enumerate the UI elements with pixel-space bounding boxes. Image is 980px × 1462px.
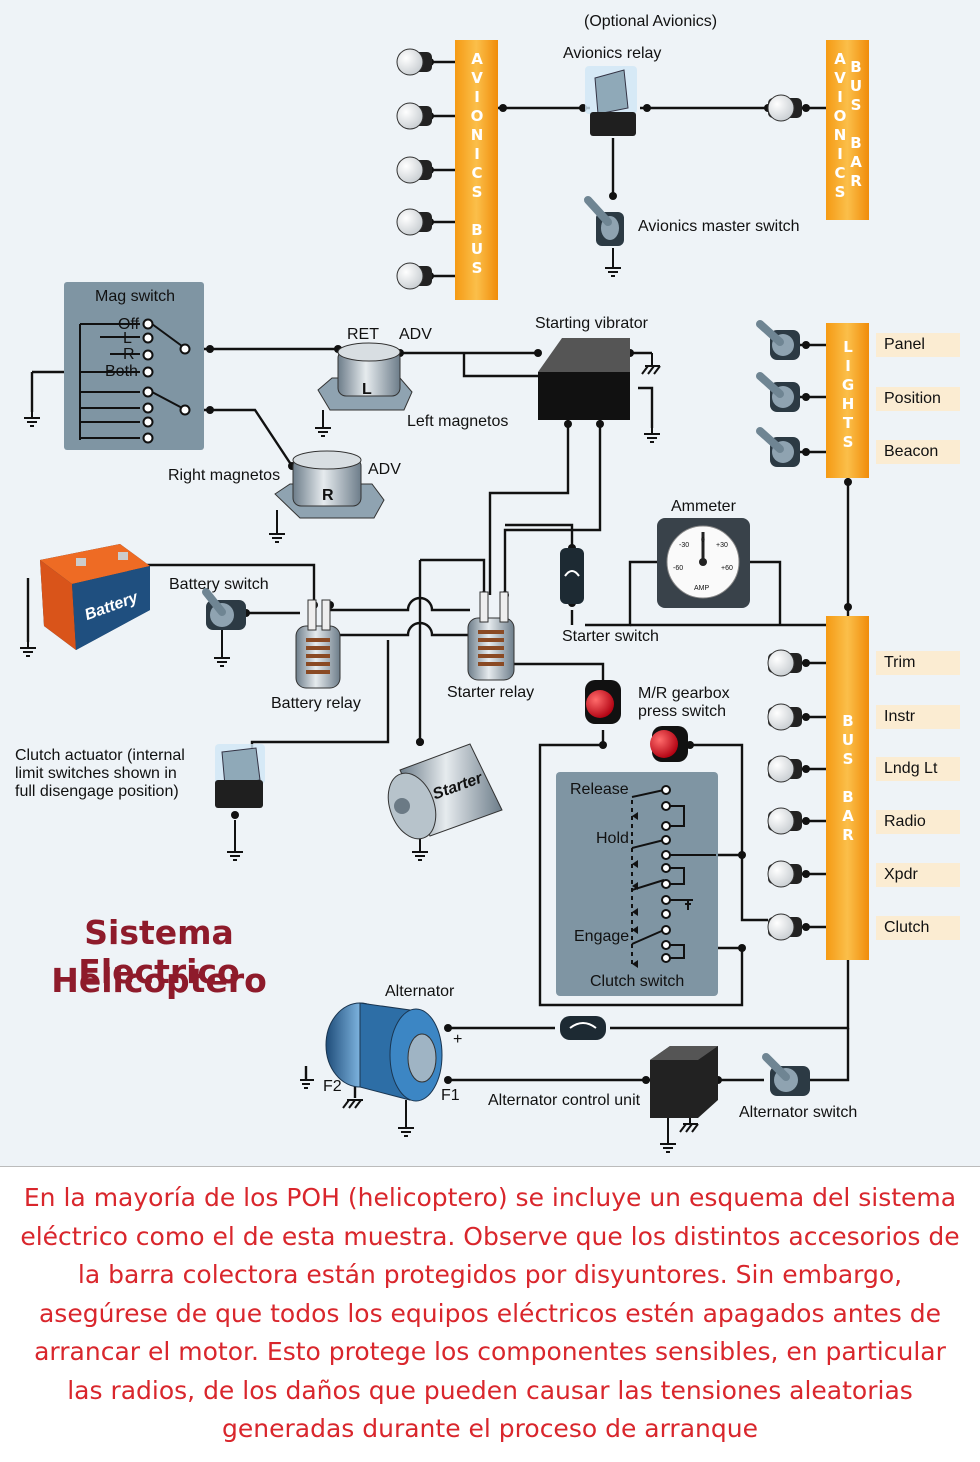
lights-bar-text: L I G H T S	[841, 338, 855, 451]
ammeter-tick-0: 0	[701, 537, 705, 544]
left-magneto-device	[317, 342, 413, 411]
starter-relay-label: Starter relay	[447, 684, 535, 701]
avionics-bus-bar	[455, 40, 498, 300]
ammeter-device	[657, 518, 750, 608]
clutch-position-engage: Engage	[574, 928, 630, 945]
battery-device	[40, 544, 150, 650]
mr-gearbox-press-switch-label: M/R gearbox press switch	[638, 685, 730, 720]
ret-label: RET	[347, 326, 379, 343]
clutch-actuator-device	[215, 744, 265, 808]
ammeter-unit: AMP	[694, 585, 710, 592]
avionics-master-switch-label: Avionics master switch	[638, 218, 800, 235]
battery-switch-label: Battery switch	[169, 576, 269, 593]
light-beacon-label: Beacon	[876, 440, 960, 464]
light-position-label: Position	[876, 387, 960, 411]
adv-left-label: ADV	[399, 326, 432, 343]
adv-right-label: ADV	[368, 461, 401, 478]
alternator-switch-label: Alternator switch	[739, 1104, 858, 1121]
mag-position-both: Both	[105, 363, 138, 380]
toggle-switches	[202, 196, 810, 1096]
alternator-device	[325, 1002, 443, 1102]
bus-item-lndg-lt: Lndg Lt	[876, 757, 960, 781]
mag-switch-label: Mag switch	[95, 288, 176, 305]
caption-text: En la mayoría de los POH (helicoptero) s…	[20, 1183, 960, 1443]
diagram-title-line1: Sistema Electrico	[78, 913, 240, 991]
main-bus-bar	[826, 616, 869, 960]
ammeter-tick-plus30: +30	[716, 542, 728, 549]
mag-position-r: R	[123, 346, 135, 363]
battery-relay-label: Battery relay	[271, 695, 361, 712]
right-mag-letter: R	[322, 487, 334, 504]
battery-relay-device	[295, 599, 341, 689]
mag-position-off: Off	[118, 316, 140, 333]
ammeter-tick-minus60: -60	[673, 565, 684, 572]
right-magneto-device	[274, 450, 385, 519]
alternator-control-unit-label: Alternator control unit	[488, 1092, 641, 1109]
wiring-schematic	[20, 40, 869, 1153]
right-magnetos-label: Right magnetos	[168, 467, 281, 484]
alternator-control-unit-device	[650, 1046, 718, 1118]
diagram-title-line2: Helicoptero	[51, 961, 267, 1000]
bus-item-xpdr: Xpdr	[876, 863, 960, 887]
avionics-bus-text: A V I O N I C S B U S	[470, 50, 484, 277]
avionics-bus-bar-right	[826, 40, 869, 220]
light-panel-label: Panel	[876, 333, 960, 357]
alternator-fuse-device	[560, 1016, 606, 1040]
starting-vibrator-device	[538, 338, 630, 420]
left-mag-letter: L	[362, 381, 372, 398]
clutch-switch-label: Clutch switch	[590, 973, 685, 990]
lights-bus-bar	[826, 323, 869, 478]
bus-bar-text: B U S B A R	[841, 712, 855, 844]
ammeter-label: Ammeter	[671, 498, 736, 515]
clutch-actuator-label: Clutch actuator (internal limit switches…	[15, 747, 185, 800]
avionics-bus-bar-left-text: A V I O N I C S	[833, 50, 847, 201]
ammeter-tick-minus30: -30	[679, 542, 690, 549]
clutch-position-hold: Hold	[596, 830, 629, 847]
left-magnetos-label: Left magnetos	[407, 413, 509, 430]
bus-item-radio: Radio	[876, 810, 960, 834]
avionics-relay-device	[585, 66, 637, 136]
avionics-relay-label: Avionics relay	[563, 45, 662, 62]
mr-gearbox-press-switch-device	[585, 680, 621, 724]
starter-relay-device	[467, 591, 515, 681]
starter-switch-device	[560, 548, 584, 604]
f1-label: F1	[441, 1087, 460, 1104]
alternator-plus-label: +	[453, 1031, 463, 1048]
optional-avionics-label: (Optional Avionics)	[584, 13, 718, 30]
avionics-bus-bar-right-text: B U S B A R	[849, 58, 863, 190]
bus-item-trim: Trim	[876, 651, 960, 675]
bus-item-instr: Instr	[876, 705, 960, 729]
alternator-label: Alternator	[385, 983, 455, 1000]
clutch-position-release: Release	[570, 781, 629, 798]
starter-motor-device	[387, 743, 503, 840]
caption-panel: En la mayoría de los POH (helicoptero) s…	[0, 1166, 980, 1462]
clutch-red-button-device	[650, 726, 688, 762]
ammeter-tick-plus60: +60	[721, 565, 733, 572]
mag-position-l: L	[123, 330, 132, 347]
ground-symbols	[20, 248, 699, 1153]
starting-vibrator-label: Starting vibrator	[535, 315, 648, 332]
f2-label: F2	[323, 1078, 342, 1095]
circuit-breakers	[396, 48, 802, 941]
starter-switch-label: Starter switch	[562, 628, 659, 645]
electrical-system-diagram: (Optional Avionics) Avionics relay Avion…	[0, 0, 980, 1166]
bus-item-clutch: Clutch	[876, 916, 960, 940]
